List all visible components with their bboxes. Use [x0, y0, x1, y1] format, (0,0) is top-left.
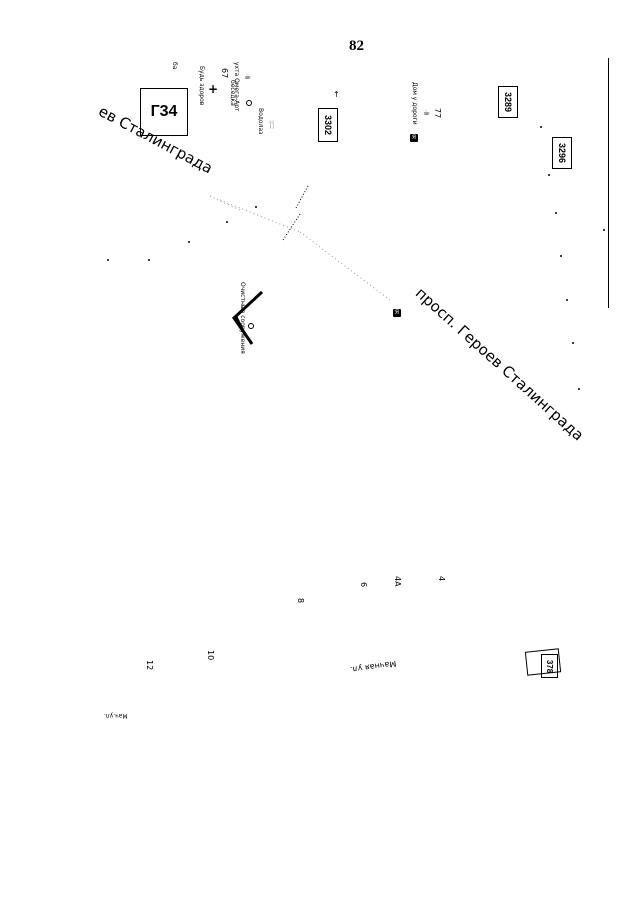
scatter-dots	[107, 126, 605, 390]
plus-icon: +	[208, 82, 219, 96]
circle-marker-icon	[246, 100, 252, 106]
building-number-378: 378	[541, 654, 558, 678]
page-number: 82	[349, 38, 364, 54]
bus-stop-icon-2: Я	[393, 309, 401, 317]
building-number-3289: 3289	[498, 86, 518, 118]
map-frame-line	[608, 58, 609, 308]
treatment-plant-shape-2	[235, 315, 246, 335]
bus-stop-icon: Я	[410, 134, 418, 142]
dotted-road-lines	[209, 195, 391, 301]
circle-marker-icon-2	[248, 323, 254, 329]
fork-knife-icon: 🍴	[267, 120, 277, 129]
treatment-plant-shape	[232, 290, 264, 345]
cafe-icon-2: ☕	[423, 108, 431, 117]
building-number-3296: 3296	[552, 137, 572, 169]
grid-square-label: Г34	[140, 88, 188, 136]
cafe-icon: ☕	[244, 72, 252, 81]
building-number-3302: 3302	[318, 108, 338, 142]
arrow-icon: ↑	[333, 90, 340, 99]
railway-tracks	[282, 185, 309, 241]
